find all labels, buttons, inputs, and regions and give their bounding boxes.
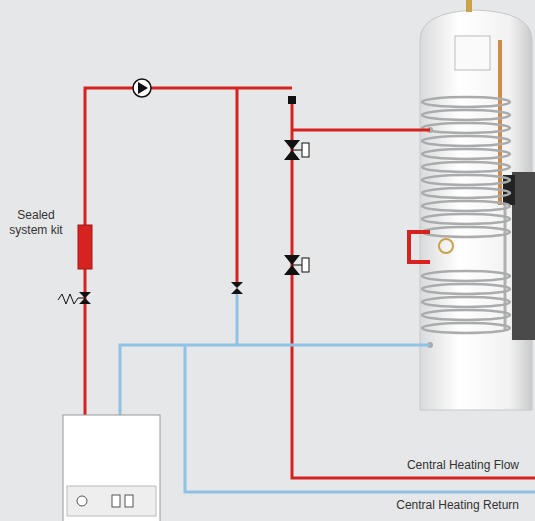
coil-winding: [422, 271, 510, 281]
coil-winding: [422, 136, 510, 146]
coil-winding: [422, 323, 510, 333]
zone-valve: [284, 255, 309, 275]
coil-winding: [422, 188, 510, 198]
coil-winding: [422, 97, 510, 107]
pipe-label: Central Heating Flow: [405, 458, 521, 473]
coil-winding: [422, 214, 510, 224]
coil-windings: [422, 97, 510, 333]
coil-winding: [422, 284, 510, 294]
sealed-system-kit: [78, 225, 92, 269]
return-pipes: [120, 294, 535, 492]
bypass-valve: [231, 282, 243, 294]
check-valve: [58, 292, 91, 304]
coil-winding: [422, 149, 510, 159]
coil-winding: [422, 110, 510, 120]
coil-winding: [422, 175, 510, 185]
pump-symbol: [133, 79, 151, 97]
coil-winding: [422, 123, 510, 133]
coil-winding: [422, 297, 510, 307]
coil-winding: [422, 227, 510, 237]
air-vent: [288, 96, 296, 104]
coil-winding: [422, 201, 510, 211]
coil-winding: [422, 310, 510, 320]
coil-winding: [422, 162, 510, 172]
hot-water-cylinder: [420, 0, 535, 410]
zone-valve: [284, 140, 309, 160]
part-label: Sealed system kit: [6, 208, 66, 238]
cylinder-link: [409, 232, 430, 262]
pipe-label: Central Heating Return: [394, 498, 521, 513]
boiler: [63, 415, 160, 521]
